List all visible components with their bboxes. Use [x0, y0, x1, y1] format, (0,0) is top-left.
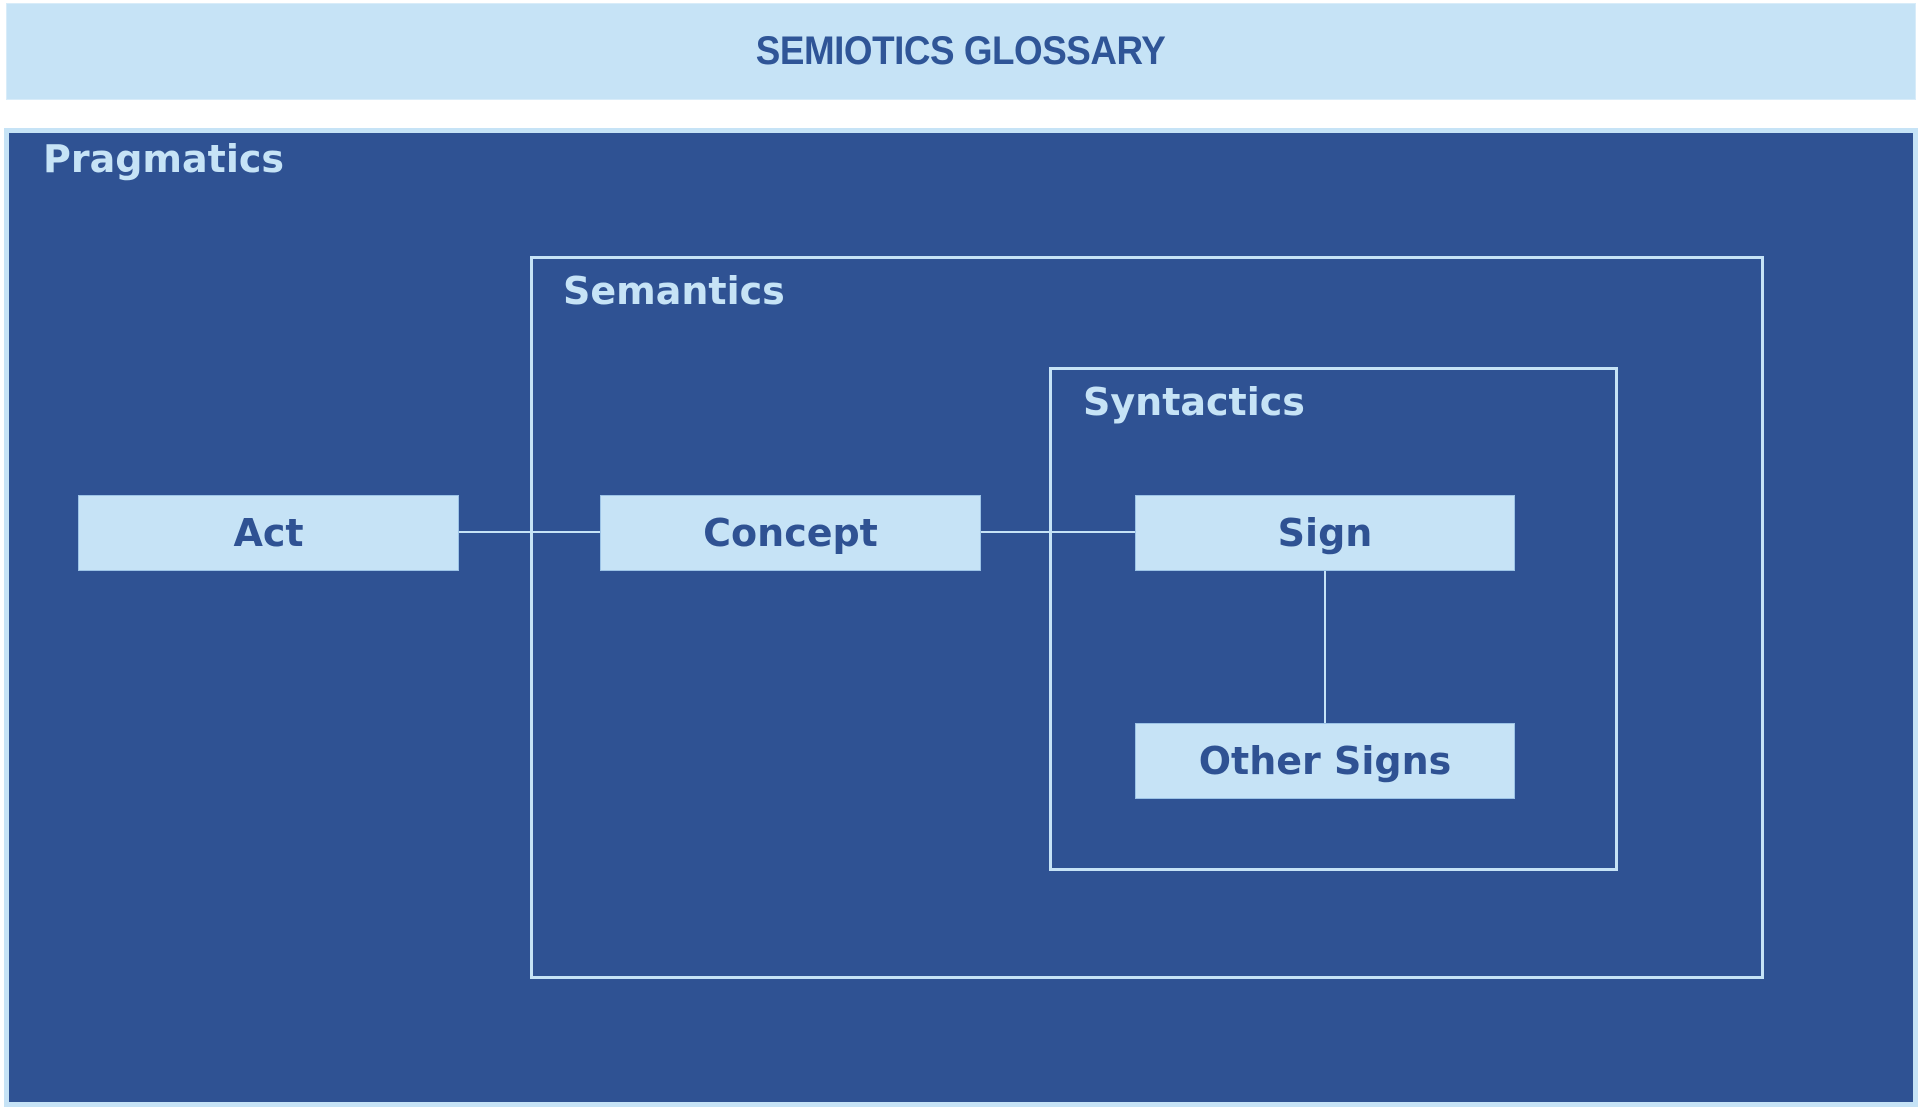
pragmatics-region: Pragmatics — [4, 128, 1918, 1107]
node-act[interactable]: Act — [78, 495, 459, 571]
node-concept[interactable]: Concept — [600, 495, 981, 571]
node-concept-label: Concept — [703, 511, 878, 555]
semantics-label: Semantics — [563, 269, 785, 313]
edge-act-concept — [459, 531, 600, 533]
edge-sign-other-signs — [1324, 571, 1326, 724]
node-sign[interactable]: Sign — [1135, 495, 1515, 571]
syntactics-label: Syntactics — [1083, 380, 1305, 424]
node-act-label: Act — [233, 511, 304, 555]
title-banner: SEMIOTICS GLOSSARY — [6, 3, 1916, 100]
pragmatics-label: Pragmatics — [43, 137, 285, 181]
edge-concept-sign — [981, 531, 1135, 533]
node-other-signs[interactable]: Other Signs — [1135, 723, 1515, 799]
page-title: SEMIOTICS GLOSSARY — [756, 29, 1166, 73]
syntactics-region: Syntactics — [1049, 367, 1618, 871]
semantics-region: Semantics — [530, 256, 1764, 979]
node-sign-label: Sign — [1277, 511, 1373, 555]
node-other-signs-label: Other Signs — [1198, 739, 1452, 783]
